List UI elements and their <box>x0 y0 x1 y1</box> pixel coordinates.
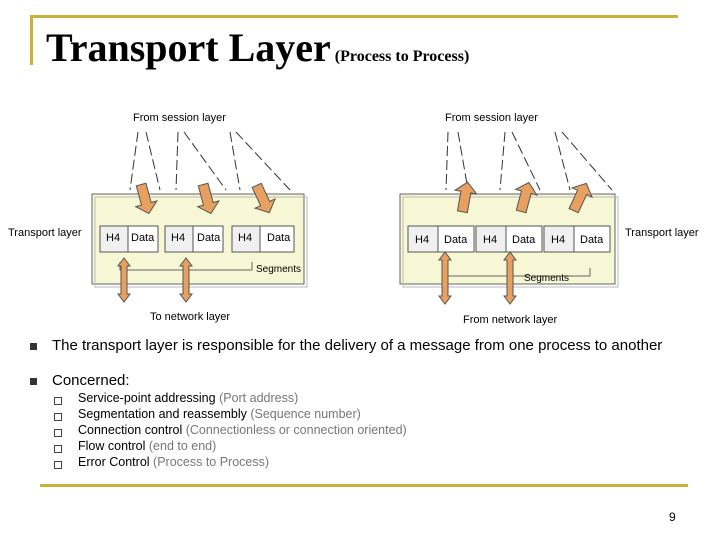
title-sub: (Process to Process) <box>334 48 470 65</box>
left-h4-box-2 <box>164 225 194 253</box>
sub-bullet-marker-4 <box>54 445 62 453</box>
sub-item-1-text: Service-point addressing <box>78 391 216 405</box>
sub-item-1-paren: (Port address) <box>219 391 299 405</box>
sub-item-4: Flow control (end to end) <box>78 439 216 453</box>
right-data-box-1 <box>437 225 475 253</box>
sub-item-4-text: Flow control <box>78 439 146 453</box>
sub-item-5-text: Error Control <box>78 455 150 469</box>
left-rule <box>30 15 33 65</box>
left-network-arrows <box>117 257 193 303</box>
left-session-arrows <box>134 182 277 215</box>
title-main: Transport Layer <box>46 25 331 70</box>
left-top-label: From session layer <box>133 112 226 124</box>
sub-item-3-text: Connection control <box>78 423 183 437</box>
sub-item-5: Error Control (Process to Process) <box>78 455 269 469</box>
sub-bullet-marker-5 <box>54 461 62 469</box>
sub-item-1: Service-point addressing (Port address) <box>78 391 298 405</box>
left-data-label-3: Data <box>267 232 291 244</box>
right-bottom-label: From network layer <box>463 314 558 326</box>
left-h4-label-1: H4 <box>106 232 121 244</box>
page-number: 9 <box>669 510 676 524</box>
right-h4-label-2: H4 <box>483 234 498 246</box>
right-data-box-3 <box>573 225 611 253</box>
sub-item-2: Segmentation and reassembly (Sequence nu… <box>78 407 361 421</box>
left-data-box-1 <box>127 225 159 253</box>
sub-item-5-paren: (Process to Process) <box>153 455 270 469</box>
bullet-marker-1 <box>30 343 37 350</box>
right-data-label-2: Data <box>512 234 536 246</box>
right-h4-box-1 <box>407 225 439 253</box>
bullet-marker-2 <box>30 378 37 385</box>
top-rule <box>30 15 678 18</box>
left-dashed-lines <box>129 131 291 191</box>
left-h4-label-2: H4 <box>171 232 186 244</box>
right-data-label-3: Data <box>580 234 604 246</box>
right-data-box-2 <box>505 225 543 253</box>
right-session-arrows <box>453 181 594 214</box>
sub-item-2-text: Segmentation and reassembly <box>78 407 247 421</box>
right-network-arrows <box>438 251 517 305</box>
sub-bullet-marker-3 <box>54 429 62 437</box>
right-top-label: From session layer <box>445 112 538 124</box>
left-segments-label: Segments <box>256 264 302 275</box>
left-bottom-label: To network layer <box>150 311 231 323</box>
slide-title: Transport Layer (Process to Process) <box>46 24 469 71</box>
left-data-box-2 <box>192 225 224 253</box>
bottom-rule <box>40 484 688 487</box>
right-h4-label-3: H4 <box>551 234 566 246</box>
right-side-label: Transport layer <box>625 227 699 239</box>
left-data-box-3 <box>259 225 295 253</box>
right-packets <box>407 225 611 253</box>
left-data-label-2: Data <box>197 232 221 244</box>
right-dashed-lines <box>445 131 613 191</box>
right-data-label-1: Data <box>444 234 468 246</box>
sub-bullet-marker-2 <box>54 413 62 421</box>
left-h4-label-3: H4 <box>238 232 253 244</box>
sub-bullet-marker-1 <box>54 397 62 405</box>
left-h4-box-1 <box>99 225 129 253</box>
sub-item-3: Connection control (Connectionless or co… <box>78 423 407 437</box>
bullet-text-1: The transport layer is responsible for t… <box>52 337 663 354</box>
sub-item-4-paren: (end to end) <box>148 439 217 453</box>
right-h4-label-1: H4 <box>415 234 430 246</box>
right-segments-label: Segments <box>524 273 570 284</box>
left-packets <box>99 225 295 253</box>
bullet-text-2: Concerned: <box>52 372 130 389</box>
sub-item-3-paren: (Connectionless or connection oriented) <box>185 423 407 437</box>
left-side-label: Transport layer <box>8 227 82 239</box>
sub-item-2-paren: (Sequence number) <box>250 407 361 421</box>
left-data-label-1: Data <box>131 232 155 244</box>
